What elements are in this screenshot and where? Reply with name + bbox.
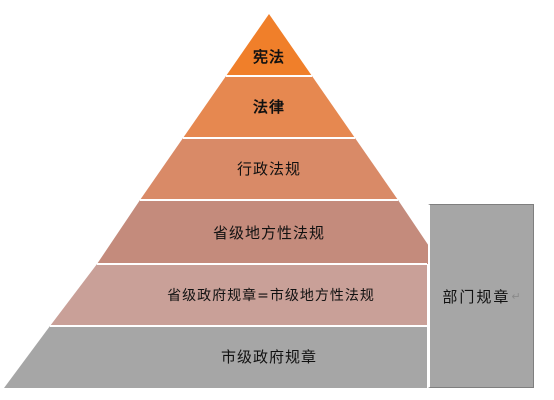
tier-law <box>183 76 355 138</box>
tier-provincial-local-regulations <box>97 200 441 264</box>
paragraph-return-icon: ↵ <box>511 289 521 303</box>
tier-label-provincial-rules-municipal-regulations: 省级政府规章=市级地方性法规 <box>167 287 375 304</box>
tier-label-municipal-government-rules: 市级政府规章 <box>221 348 317 366</box>
side-box-label: 部门规章 <box>442 287 511 306</box>
tier-municipal-government-rules <box>4 326 427 388</box>
side-box-department-rules: 部门规章 ↵ <box>428 204 534 388</box>
tier-provincial-rules-municipal-regulations <box>50 264 427 326</box>
tier-label-constitution: 宪法 <box>253 48 285 66</box>
tier-label-provincial-local-regulations: 省级地方性法规 <box>213 224 325 242</box>
tier-label-law: 法律 <box>253 98 285 116</box>
tier-constitution <box>226 14 312 76</box>
tier-administrative-regulations <box>140 138 398 200</box>
tier-label-administrative-regulations: 行政法规 <box>237 160 301 178</box>
